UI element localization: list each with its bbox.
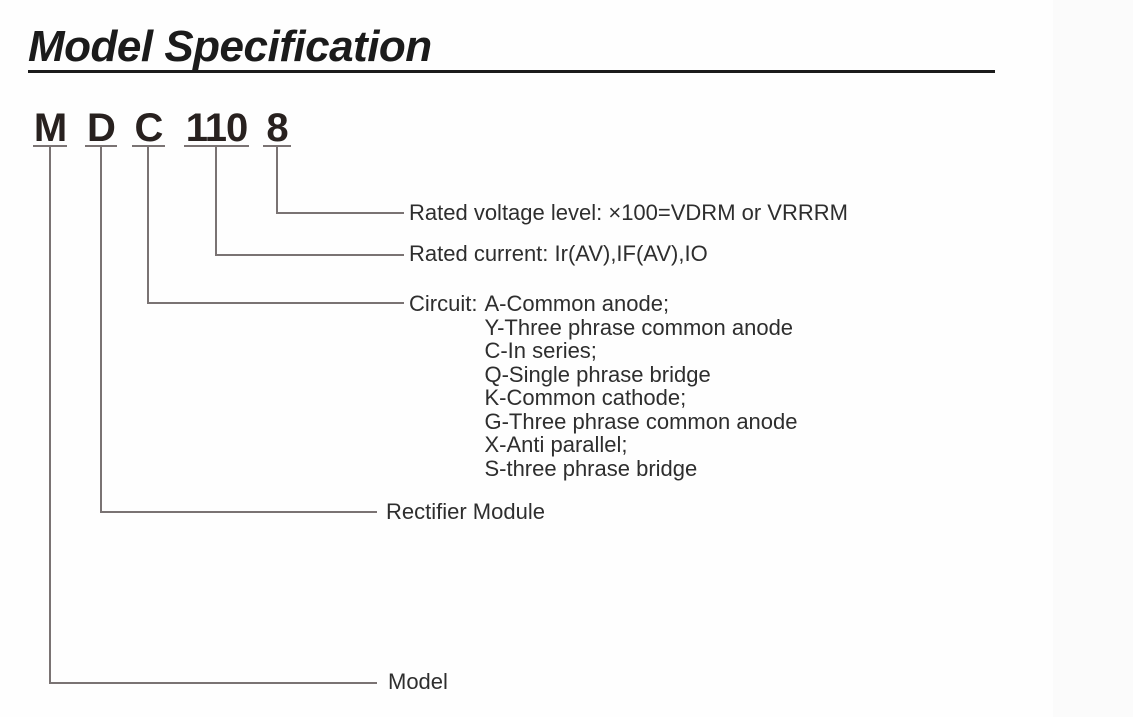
circuit-options-list: A-Common anode; Y-Three phrase common an…	[484, 292, 797, 480]
label-circuit-block: Circuit: A-Common anode; Y-Three phrase …	[409, 292, 798, 480]
code-segment-110-text: 110	[185, 106, 249, 150]
label-rated-voltage: Rated voltage level: ×100=VDRM or VRRRM	[409, 200, 848, 225]
code-segment-d: D	[85, 106, 117, 150]
connector-horizontal-8	[276, 212, 404, 214]
connector-vertical-c	[147, 147, 149, 304]
code-segment-8: 8	[263, 106, 291, 150]
circuit-option-k: K-Common cathode;	[484, 385, 687, 410]
page-right-margin	[1053, 0, 1133, 717]
connector-vertical-d	[100, 147, 102, 513]
circuit-option-s: S-three phrase bridge	[484, 455, 698, 481]
title-underline-rule	[28, 70, 995, 73]
code-segment-8-text: 8	[266, 106, 288, 150]
label-rectifier-module: Rectifier Module	[386, 499, 545, 524]
circuit-option-g: G-Three phrase common anode	[484, 408, 798, 434]
connector-horizontal-m	[49, 682, 377, 684]
connector-vertical-110	[215, 147, 217, 256]
circuit-option-y: Y-Three phrase common anode	[484, 314, 794, 340]
connector-horizontal-110	[215, 254, 404, 256]
label-rated-current: Rated current: Ir(AV),IF(AV),IO	[409, 241, 708, 266]
connector-vertical-m	[49, 147, 51, 684]
circuit-option-x: X-Anti parallel;	[484, 432, 628, 457]
circuit-option-a: A-Common anode;	[484, 291, 670, 316]
label-model: Model	[388, 669, 448, 694]
code-segment-110: 110	[184, 106, 249, 150]
connector-horizontal-c	[147, 302, 404, 304]
code-segment-c-text: C	[134, 106, 164, 150]
code-segment-m: M	[33, 106, 67, 150]
connector-vertical-8	[276, 147, 278, 214]
code-segment-c: C	[132, 106, 165, 150]
connector-horizontal-d	[100, 511, 377, 513]
circuit-option-q: Q-Single phrase bridge	[484, 361, 711, 387]
code-segment-d-text: D	[87, 106, 116, 150]
code-segment-m-text: M	[33, 106, 67, 150]
circuit-option-c: C-In series;	[484, 338, 597, 363]
page-title: Model Specification	[28, 22, 432, 71]
circuit-label: Circuit:	[409, 291, 478, 316]
